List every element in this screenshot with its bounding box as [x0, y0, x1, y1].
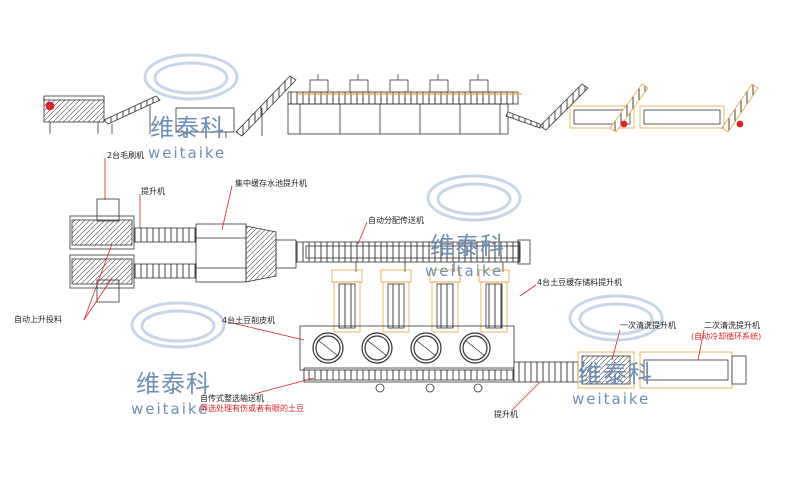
- watermark-cn: 维泰科: [430, 232, 505, 260]
- watermark-logos: [130, 53, 664, 349]
- label-peelers: 4台土豆削皮机: [222, 316, 276, 325]
- plan-view: [69, 198, 747, 393]
- watermark-en: weitaike: [148, 144, 227, 162]
- elevation-view: [43, 74, 759, 138]
- watermark-en: weitaike: [425, 262, 504, 280]
- label-wash1: 一次清洗提升机: [620, 321, 676, 330]
- watermark-en: weitaike: [131, 400, 210, 418]
- label-bottom-elevator: 提升机: [494, 410, 518, 419]
- label-storage-elevators: 4台土豆缓存储料提升机: [537, 278, 623, 287]
- label-wash2: 二次清洗提升机: [704, 321, 760, 330]
- label-auto-feed: 自动上升投料: [14, 315, 62, 324]
- label-sorting-conveyor: 自传式整选输送机: [200, 394, 264, 403]
- watermark-cn: 维泰科: [578, 360, 653, 388]
- label-auto-conveyor: 自动分配传送机: [368, 216, 424, 225]
- watermark-en: weitaike: [572, 390, 651, 408]
- label-pool-elevator: 集中缓存水池提升机: [235, 179, 307, 188]
- watermark-cn: 维泰科: [150, 114, 225, 142]
- label-sorting-note: 筛选处理有伤或者有眼的土豆: [200, 404, 304, 413]
- label-wash2-note: (自动冷却循环系统): [691, 332, 762, 341]
- watermark-cn: 维泰科: [136, 370, 211, 398]
- label-brush-machines: 2台毛刷机: [107, 151, 145, 160]
- label-elevator: 提升机: [141, 187, 165, 196]
